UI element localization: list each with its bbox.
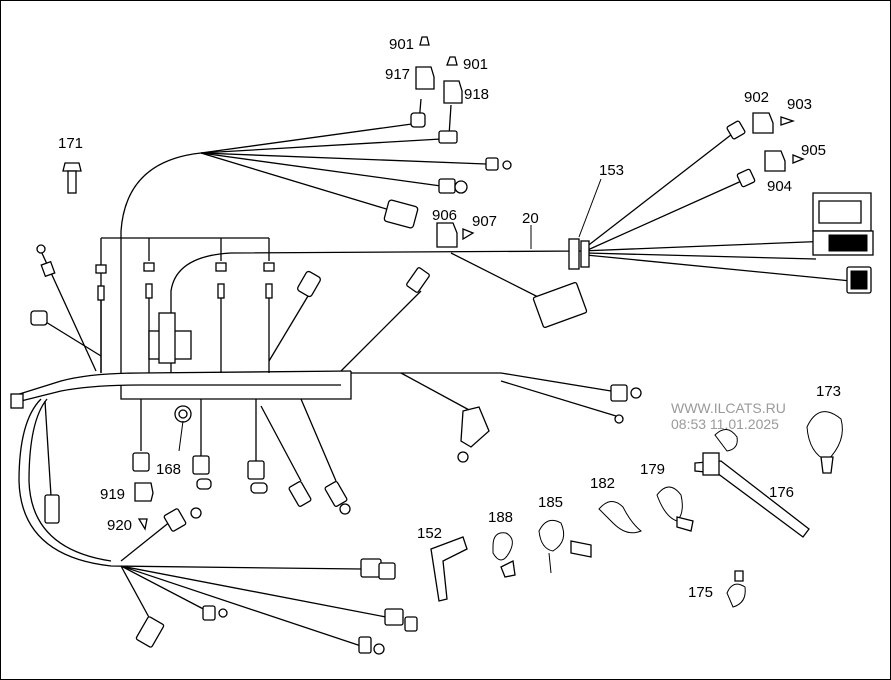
callout-901b: 901 (463, 56, 488, 73)
clips-and-fasteners (62, 162, 843, 608)
watermark-timestamp: 08:53 11.01.2025 (671, 416, 779, 432)
callout-185: 185 (538, 494, 563, 511)
callout-176: 176 (769, 484, 794, 501)
ecu-connectors (532, 192, 874, 328)
top-connectors (383, 36, 512, 229)
watermark: WWW.ILCATS.RU 08:53 11.01.2025 (671, 400, 786, 432)
callout-917: 917 (385, 66, 410, 83)
callout-188: 188 (488, 509, 513, 526)
callout-168: 168 (156, 461, 181, 478)
callout-919: 919 (100, 486, 125, 503)
leader-lines (178, 178, 602, 452)
watermark-site: WWW.ILCATS.RU (671, 400, 786, 416)
bottom-branches (120, 558, 418, 655)
callout-920: 920 (107, 517, 132, 534)
callout-173: 173 (816, 383, 841, 400)
lower-right-branches (351, 372, 642, 463)
lower-mid-connectors (44, 398, 351, 562)
callout-902: 902 (744, 89, 769, 106)
callout-182: 182 (590, 475, 615, 492)
harness-connectors-upper (30, 244, 430, 373)
main-harness (10, 122, 852, 570)
callout-905: 905 (801, 142, 826, 159)
callout-907: 907 (472, 213, 497, 230)
callout-918: 918 (464, 86, 489, 103)
callout-179: 179 (640, 461, 665, 478)
callout-153: 153 (599, 162, 624, 179)
callout-906: 906 (432, 207, 457, 224)
callout-labels: 171 901 917 901 918 902 903 905 904 153 … (58, 36, 841, 601)
callout-903: 903 (787, 96, 812, 113)
callout-20: 20 (522, 210, 539, 227)
callout-152: 152 (417, 525, 442, 542)
callout-904: 904 (767, 178, 792, 195)
plug-parts-right (436, 112, 805, 248)
callout-171: 171 (58, 135, 83, 152)
callout-901a: 901 (389, 36, 414, 53)
callout-175: 175 (688, 584, 713, 601)
